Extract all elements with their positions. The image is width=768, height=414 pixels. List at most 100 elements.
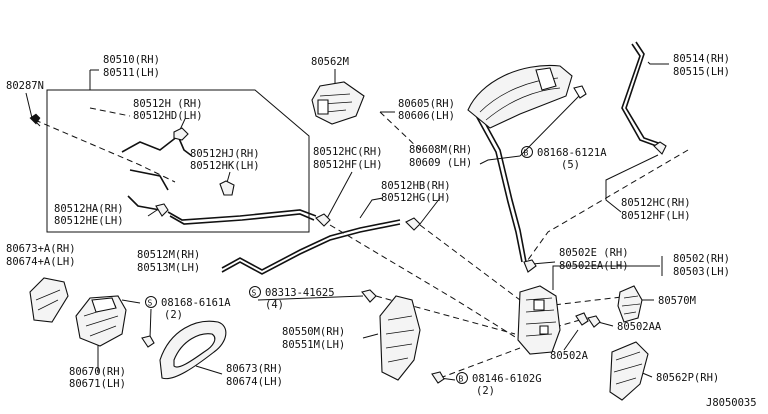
callout-symbol: B (459, 375, 464, 384)
leader-line (359, 197, 384, 219)
callout-80502e: 80502E (RH) 80502EA(LH) (559, 247, 629, 272)
bezel-80673 (159, 320, 227, 380)
rod-80514 (621, 41, 665, 149)
callout-line: 80512HE(LH) (54, 215, 124, 227)
leader-line (531, 261, 556, 265)
leader-line (121, 299, 141, 304)
callout-80502: 80502(RH) 80503(LH) (673, 253, 730, 278)
callout-line: 80606(LH) (398, 110, 455, 122)
callout-08146-6102g: B 08146-6102G (2) (456, 372, 542, 397)
callout-80512h: 80512H (RH) 80512HD(LH) (133, 98, 203, 122)
callout-line: 80502(RH) (673, 253, 730, 265)
callout-line: 80502AA (617, 321, 662, 333)
callout-line: 80570M (658, 295, 696, 307)
callout-line: (2) (476, 385, 495, 397)
callout-line: 80512HG(LH) (381, 192, 451, 204)
callout-80605: 80605(RH) 80606(LH) (398, 98, 455, 122)
callout-line: 08168-6121A (537, 147, 607, 159)
callout-80510: 80510(RH) 80511(LH) (103, 54, 160, 79)
leader-line (605, 154, 659, 213)
callout-line: (4) (265, 299, 284, 311)
callout-line: 80512H (RH) (133, 98, 203, 110)
leader-line (519, 95, 580, 157)
leader-line (25, 92, 33, 119)
bolt-symbol-icon (456, 372, 468, 384)
outside-handle-80605 (467, 64, 587, 129)
callout-line: 80502E (RH) (559, 247, 629, 259)
callout-80512m: 80512M(RH) 80513M(LH) (137, 249, 200, 274)
callout-line: 80609 (LH) (409, 157, 472, 169)
screw-symbol-icon (249, 286, 261, 298)
callout-line: (5) (561, 159, 580, 171)
callout-line: 08168-6161A (161, 297, 231, 309)
callout-line: 80673+A(RH) (6, 243, 76, 255)
rod-assembly-inset-box (46, 89, 310, 233)
callout-line: 80551M(LH) (282, 339, 345, 351)
callout-line: 80513M(LH) (137, 262, 200, 274)
callout-line: 80515(LH) (673, 66, 730, 78)
callout-80514: 80514(RH) 80515(LH) (673, 53, 730, 78)
callout-line: 80512HJ(RH) (190, 148, 260, 160)
callout-line: 08313-41625 (265, 287, 335, 299)
callout-80562m: 80562M (311, 56, 349, 68)
callout-80673a: 80673+A(RH) 80674+A(LH) (6, 243, 76, 268)
callout-80670: 80670(RH) 80671(LH) (69, 366, 126, 390)
callout-80512ha: 80512HA(RH) 80512HE(LH) (54, 203, 124, 227)
leader-line (647, 61, 669, 65)
callout-line: 80512HA(RH) (54, 203, 124, 215)
callout-line: 80550M(RH) (282, 326, 345, 338)
callout-line: 80503(LH) (673, 266, 730, 278)
callout-line: 80512HB(RH) (381, 180, 451, 192)
callout-line: 80674+A(LH) (6, 256, 76, 268)
rod-80512m (221, 219, 401, 275)
leader-line (257, 295, 364, 301)
protector-80550m (379, 295, 421, 381)
leader-line (597, 321, 614, 327)
bolt-symbol-icon (521, 146, 533, 158)
leader-line (563, 329, 579, 351)
callout-80512hc-top: 80512HC(RH) 80512HF(LH) (313, 146, 383, 171)
callout-80673: 80673(RH) 80674(LH) (226, 363, 283, 388)
leader-line (419, 197, 441, 225)
bracket-80562m (311, 81, 365, 125)
callout-80550m: 80550M(RH) 80551M(LH) (282, 326, 345, 351)
callout-line: 80512M(RH) (137, 249, 200, 261)
callout-line: 80511(LH) (103, 67, 160, 79)
callout-line: 80502A (550, 350, 589, 362)
callout-line: 80674(LH) (226, 376, 283, 388)
callout-08168-6161a: S 08168-6161A (2) (145, 296, 231, 321)
callout-line: (2) (164, 309, 183, 321)
callout-80570m: 80570M (658, 295, 696, 307)
callout-80608m: 80608M(RH) 80609 (LH) (409, 144, 472, 169)
callout-80512hj: 80512HJ(RH) 80512HK(LH) (190, 148, 260, 172)
callout-08313-41625: S 08313-41625 (4) (249, 286, 335, 311)
callout-line: 80512HF(LH) (621, 210, 691, 222)
leader-line (149, 308, 152, 339)
escutcheon-80673a (29, 277, 69, 323)
callout-symbol: B (524, 149, 529, 158)
callout-80502a: 80502A (550, 350, 589, 362)
rod-clips (141, 127, 667, 384)
leader-line (479, 155, 521, 165)
callout-line: 80510(RH) (103, 54, 160, 66)
callout-line: 08146-6102G (472, 373, 542, 385)
callout-08168-6121a: B 08168-6121A (5) (521, 146, 607, 171)
rod-80608m (473, 109, 527, 263)
door-lock-80502 (517, 285, 561, 355)
leader-line (324, 171, 353, 223)
callout-line: 80512HD(LH) (133, 110, 203, 122)
lock-rods (121, 135, 317, 225)
callout-symbol: S (148, 299, 153, 308)
callout-80562p: 80562P(RH) (656, 372, 719, 384)
callout-line: 80562P(RH) (656, 372, 719, 384)
part-80562p (609, 341, 649, 401)
callout-line: 80512HF(LH) (313, 159, 383, 171)
callout-line: 80562M (311, 56, 349, 68)
callout-line: 80287N (6, 80, 44, 92)
callout-line: 80605(RH) (398, 98, 455, 110)
leader-line (552, 265, 660, 290)
callout-80502aa: 80502AA (617, 321, 662, 333)
callout-line: 80608M(RH) (409, 144, 472, 156)
